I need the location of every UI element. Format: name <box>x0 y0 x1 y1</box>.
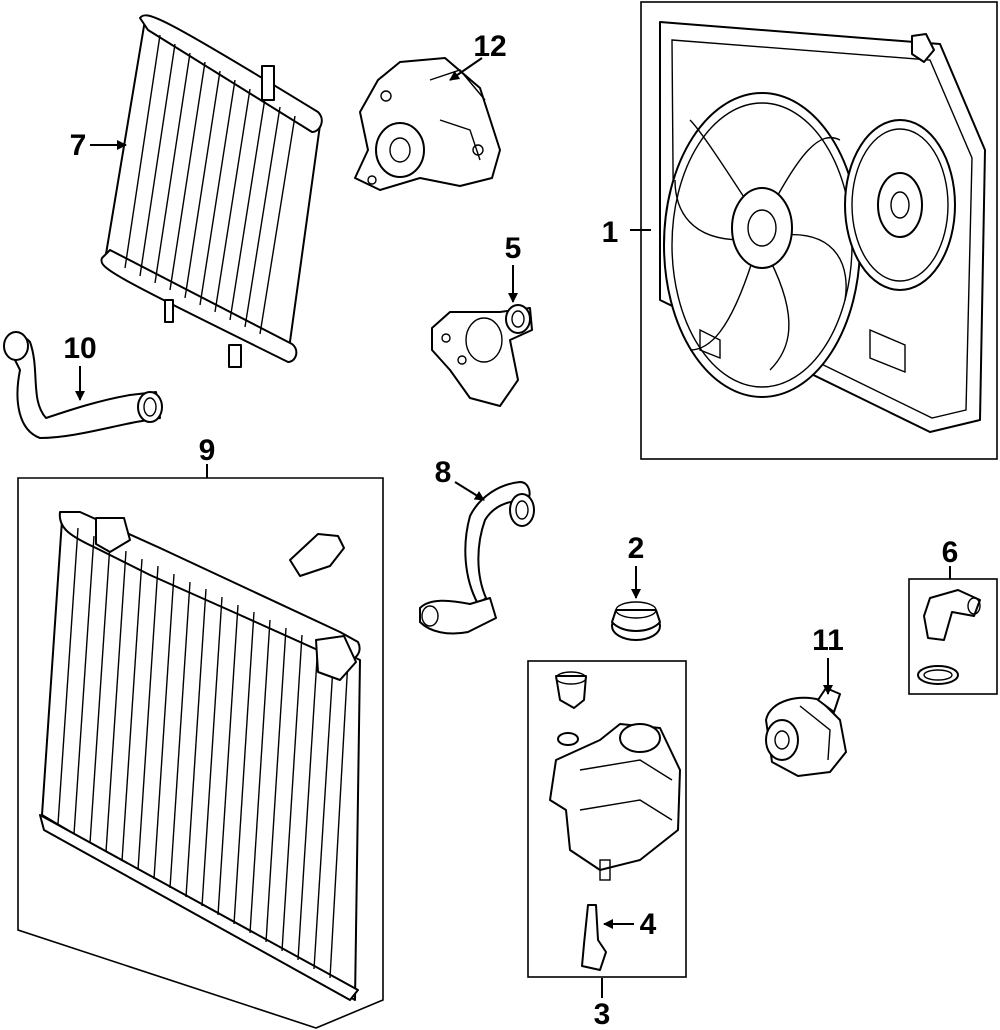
water-pump-pulley <box>375 122 425 178</box>
part-12-water-pump[interactable] <box>354 57 501 191</box>
hose-8-lower-fitting <box>419 597 497 635</box>
part-3-box <box>527 660 687 978</box>
radiator-bottom-tank <box>39 814 359 1001</box>
aux-pump-inlet <box>765 719 799 761</box>
callout-1: 1 <box>602 216 619 249</box>
part-7-auxiliary-radiator[interactable] <box>100 14 323 368</box>
tank-o-ring <box>557 732 579 746</box>
shroud-clip <box>911 33 935 63</box>
callout-3: 3 <box>594 998 611 1030</box>
part-6-coolant-outlet[interactable] <box>908 578 998 695</box>
part-8-coolant-hose[interactable] <box>419 481 535 635</box>
callout-8: 8 <box>435 456 452 489</box>
callout-5: 5 <box>505 232 522 265</box>
water-pump-housing <box>354 57 501 191</box>
cap-top <box>611 609 661 632</box>
expansion-tank-neck <box>619 723 661 753</box>
part-11-auxiliary-water-pump[interactable] <box>765 687 847 777</box>
aux-fan-hub <box>877 172 923 238</box>
hose-10-end-a <box>3 331 29 361</box>
thermostat-outlet <box>505 304 531 334</box>
radiator-inlet-neck <box>95 517 131 553</box>
callout-4: 4 <box>640 908 657 941</box>
part-9-radiator[interactable] <box>17 477 384 1029</box>
callout-12: 12 <box>473 30 506 63</box>
part-2-reservoir-cap[interactable] <box>611 601 661 641</box>
coolant-outlet-pipe <box>923 589 981 641</box>
part-9-box <box>17 477 384 1029</box>
aux-radiator-outlet-pipe <box>228 344 242 368</box>
radiator-bracket <box>289 533 345 577</box>
main-fan-hub <box>731 187 793 269</box>
hose-10-body <box>8 336 161 439</box>
expansion-tank-body <box>549 723 681 871</box>
callout-6: 6 <box>942 536 959 569</box>
radiator-outlet-neck <box>315 635 357 681</box>
aux-radiator-inlet-pipe <box>261 65 275 101</box>
part-10-radiator-hose[interactable] <box>3 331 163 439</box>
level-sensor <box>581 904 607 971</box>
tank-filler-neck-seal <box>555 675 587 709</box>
hose-10-end-b <box>137 391 163 423</box>
hose-8-upper-end <box>509 493 535 527</box>
callout-9: 9 <box>199 434 216 467</box>
aux-radiator-bottom-tank <box>100 249 298 363</box>
part-5-thermostat-housing[interactable] <box>431 304 533 407</box>
callout-11: 11 <box>812 624 844 657</box>
callout-7: 7 <box>70 129 87 162</box>
part-6-box <box>908 578 998 695</box>
thermostat-housing-body <box>431 307 533 407</box>
callout-10: 10 <box>63 332 96 365</box>
outlet-seal-ring <box>917 665 959 685</box>
part-3-expansion-tank[interactable] <box>527 660 687 978</box>
callout-2: 2 <box>628 532 645 565</box>
part-1-fan-shroud-assembly[interactable] <box>640 1 998 460</box>
